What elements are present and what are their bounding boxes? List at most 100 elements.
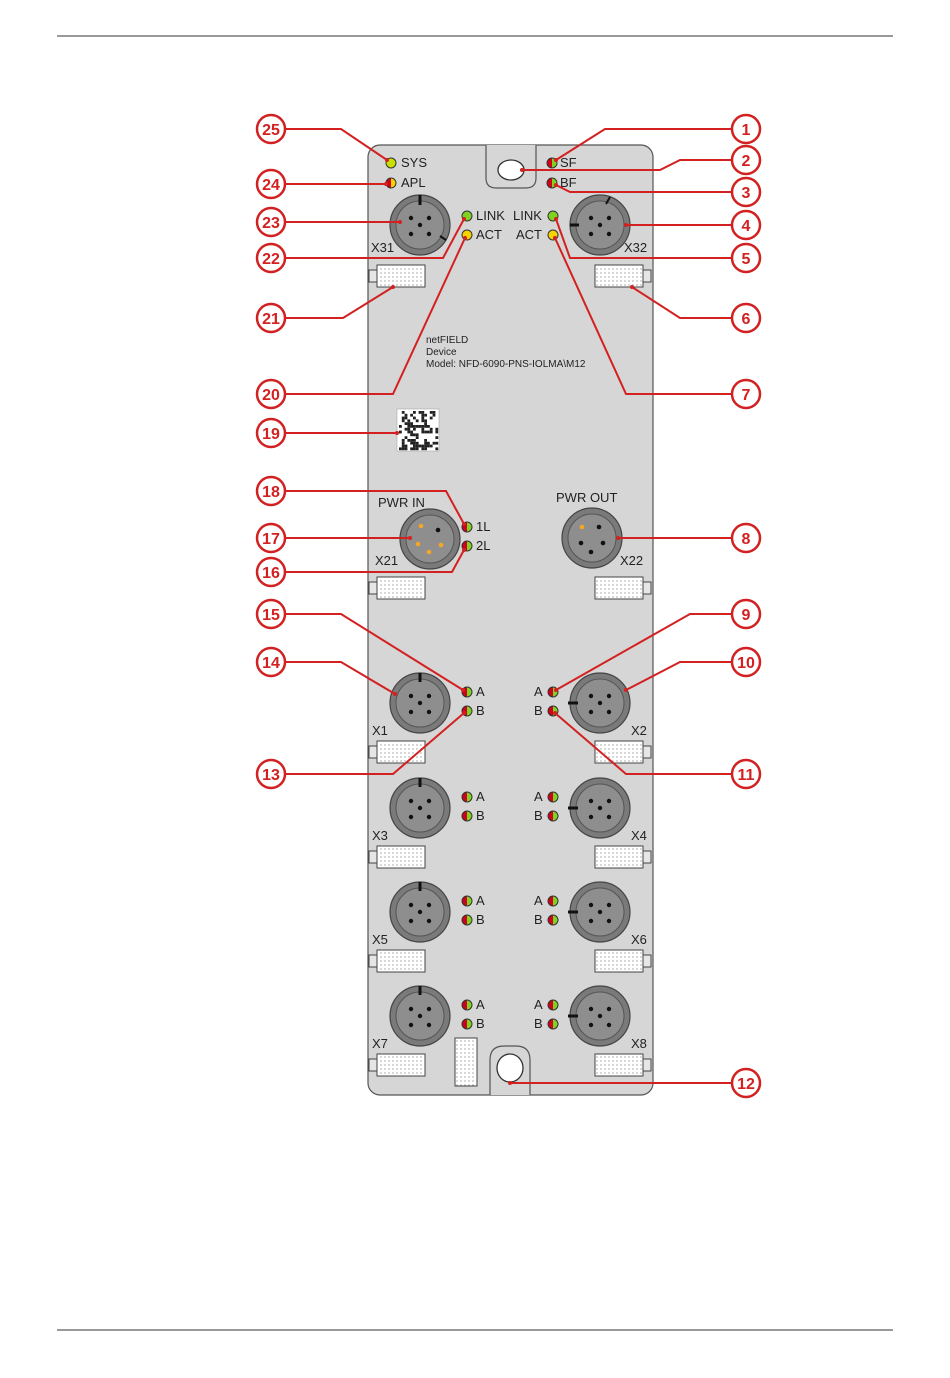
callout-dot-10 [624, 688, 628, 692]
callout-number-10: 10 [737, 655, 755, 672]
callout-number-19: 19 [262, 426, 280, 443]
label-slot-x22 [595, 577, 643, 599]
callout-number-21: 21 [262, 311, 280, 328]
callout-dot-15 [461, 688, 465, 692]
callout-dot-8 [616, 536, 620, 540]
label-slot-x6 [595, 950, 643, 972]
x3-label: X3 [372, 828, 388, 843]
link-left-label: LINK [476, 208, 505, 223]
callout-dot-21 [391, 285, 395, 289]
callout-dot-7 [553, 236, 557, 240]
label-slot-x2 [595, 741, 643, 763]
label-slot-x32 [595, 265, 643, 287]
x1-label: X1 [372, 723, 388, 738]
x32-label: X32 [624, 240, 647, 255]
x2-label: X2 [631, 723, 647, 738]
x7-led-b [462, 1019, 472, 1029]
x6-label: X6 [631, 932, 647, 947]
label-slot-x21 [377, 577, 425, 599]
callout-dot-19 [395, 431, 399, 435]
callout-dot-4 [624, 223, 628, 227]
x8-led-a [548, 1000, 558, 1010]
x8-led-b [548, 1019, 558, 1029]
callout-dot-6 [630, 285, 634, 289]
callout-number-14: 14 [262, 655, 280, 672]
bottom-mounting-hole [497, 1054, 523, 1082]
x4-led-label-b: B [534, 808, 543, 823]
x5-led-label-b: B [476, 912, 485, 927]
x3-led-label-a: A [476, 789, 485, 804]
pwr-out-label: PWR OUT [556, 490, 617, 505]
callout-dot-23 [398, 220, 402, 224]
callout-number-24: 24 [262, 177, 280, 194]
callout-dot-20 [463, 236, 467, 240]
callout-dot-9 [554, 688, 558, 692]
x8-label: X8 [631, 1036, 647, 1051]
callout-dot-17 [408, 536, 412, 540]
callout-dot-1 [554, 158, 558, 162]
callout-number-5: 5 [742, 251, 751, 268]
callout-number-7: 7 [742, 387, 751, 404]
device-label-line1: netFIELD [426, 335, 468, 346]
x31-label: X31 [371, 240, 394, 255]
x6-led-b [548, 915, 558, 925]
x6-led-label-a: A [534, 893, 543, 908]
callout-dot-13 [462, 711, 466, 715]
callout-dot-25 [385, 158, 389, 162]
x3-led-label-b: B [476, 808, 485, 823]
device-label-line2: Device [426, 347, 457, 358]
pwr-in-label: PWR IN [378, 495, 425, 510]
x1-led-label-a: A [476, 684, 485, 699]
apl-label: APL [401, 175, 426, 190]
x4-connector [570, 778, 630, 838]
callout-number-4: 4 [742, 218, 751, 235]
callout-dot-5 [554, 217, 558, 221]
x7-label: X7 [372, 1036, 388, 1051]
callout-number-9: 9 [742, 607, 751, 624]
label-slot-x7 [377, 1054, 425, 1076]
callout-number-13: 13 [262, 767, 280, 784]
callout-dot-2 [520, 168, 524, 172]
x2-led-label-b: B [534, 703, 543, 718]
label-slot-x3 [377, 846, 425, 868]
1l-label: 1L [476, 519, 490, 534]
x6-led-a [548, 896, 558, 906]
callout-number-11: 11 [738, 767, 755, 784]
callout-dot-22 [462, 217, 466, 221]
x5-led-label-a: A [476, 893, 485, 908]
callout-number-18: 18 [262, 484, 280, 501]
callout-number-8: 8 [742, 531, 751, 548]
x7-led-a [462, 1000, 472, 1010]
callout-number-2: 2 [742, 153, 751, 170]
callout-number-16: 16 [262, 565, 280, 582]
callout-number-22: 22 [262, 251, 280, 268]
x4-led-label-a: A [534, 789, 543, 804]
label-slot-x4 [595, 846, 643, 868]
act-left-label: ACT [476, 227, 502, 242]
callout-number-23: 23 [262, 215, 280, 232]
x5-led-a [462, 896, 472, 906]
x8-led-label-b: B [534, 1016, 543, 1031]
x1-led-label-b: B [476, 703, 485, 718]
x3-led-a [462, 792, 472, 802]
x22-label: X22 [620, 553, 643, 568]
callout-number-1: 1 [742, 122, 751, 139]
x2-led-label-a: A [534, 684, 543, 699]
callout-dot-3 [554, 183, 558, 187]
callout-dot-11 [553, 711, 557, 715]
label-slot-x5 [377, 950, 425, 972]
x8-led-label-a: A [534, 997, 543, 1012]
x4-label: X4 [631, 828, 647, 843]
x4-led-a [548, 792, 558, 802]
x21-label: X21 [375, 553, 398, 568]
x5-led-b [462, 915, 472, 925]
x8-connector [570, 986, 630, 1046]
callout-dot-18 [462, 522, 466, 526]
callout-number-3: 3 [742, 185, 751, 202]
callout-dot-12 [508, 1081, 512, 1085]
x6-connector [570, 882, 630, 942]
sf-label: SF [560, 155, 577, 170]
callout-number-25: 25 [262, 122, 280, 139]
callout-dot-16 [462, 548, 466, 552]
